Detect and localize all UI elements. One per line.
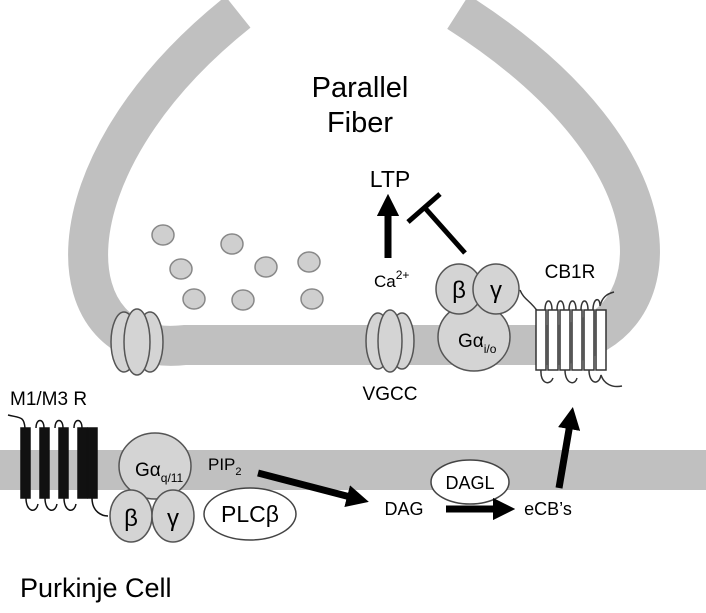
gq-beta-label: β bbox=[124, 505, 138, 532]
pip2-label: PIP2 bbox=[208, 455, 242, 478]
calcium-label: Ca2+ bbox=[374, 268, 409, 291]
g-gamma-subunit bbox=[472, 263, 520, 315]
gq-protein bbox=[109, 432, 195, 543]
gio-gamma-label: γ bbox=[490, 277, 502, 304]
pip2-to-dag-arrow bbox=[257, 469, 369, 508]
purkinje-cell-membrane bbox=[0, 450, 706, 490]
ecb-to-cb1r-arrow bbox=[555, 406, 581, 489]
parallel-fiber-membrane bbox=[68, 0, 660, 366]
g-gamma-subunit bbox=[151, 489, 195, 543]
vgcc-label: VGCC bbox=[363, 384, 418, 405]
gio-alpha-label: Gαi/o bbox=[458, 331, 497, 356]
gio-beta-label: β bbox=[452, 277, 466, 304]
dagl-enzyme bbox=[430, 459, 510, 505]
m1m3r-label: M1/M3 R bbox=[10, 389, 87, 410]
cell-label: Purkinje Cell bbox=[20, 573, 172, 603]
terminal-label-line1: Parallel bbox=[312, 72, 409, 104]
plc-beta-enzyme bbox=[203, 487, 297, 541]
dagl-label: DAGL bbox=[445, 473, 494, 493]
ecb-label: eCB’s bbox=[524, 499, 572, 519]
cb1r-label: CB1R bbox=[545, 262, 596, 283]
cb1r-receptor bbox=[519, 289, 623, 388]
terminal-label-line2: Fiber bbox=[327, 107, 393, 139]
g-alpha-q11-subunit bbox=[118, 432, 192, 500]
vesicle bbox=[254, 256, 278, 278]
synaptic-vesicles bbox=[151, 224, 324, 311]
inhibition-marker bbox=[406, 192, 467, 255]
vesicle bbox=[297, 251, 321, 273]
gq-alpha-label: Gαq/11 bbox=[135, 460, 184, 485]
vesicle bbox=[300, 288, 324, 310]
plc-label: PLCβ bbox=[221, 501, 279, 527]
gio-protein bbox=[435, 263, 520, 372]
m1m3-receptor bbox=[7, 414, 109, 517]
presynaptic-channel bbox=[110, 308, 164, 376]
ltp-label: LTP bbox=[370, 166, 410, 192]
vesicle bbox=[151, 224, 175, 246]
vesicle bbox=[231, 289, 255, 311]
vgcc-channel bbox=[365, 309, 415, 373]
gq-gamma-label: γ bbox=[167, 505, 179, 532]
dag-label: DAG bbox=[384, 499, 423, 519]
vesicle bbox=[182, 288, 206, 310]
vesicle bbox=[169, 258, 193, 280]
vesicle bbox=[220, 233, 244, 255]
